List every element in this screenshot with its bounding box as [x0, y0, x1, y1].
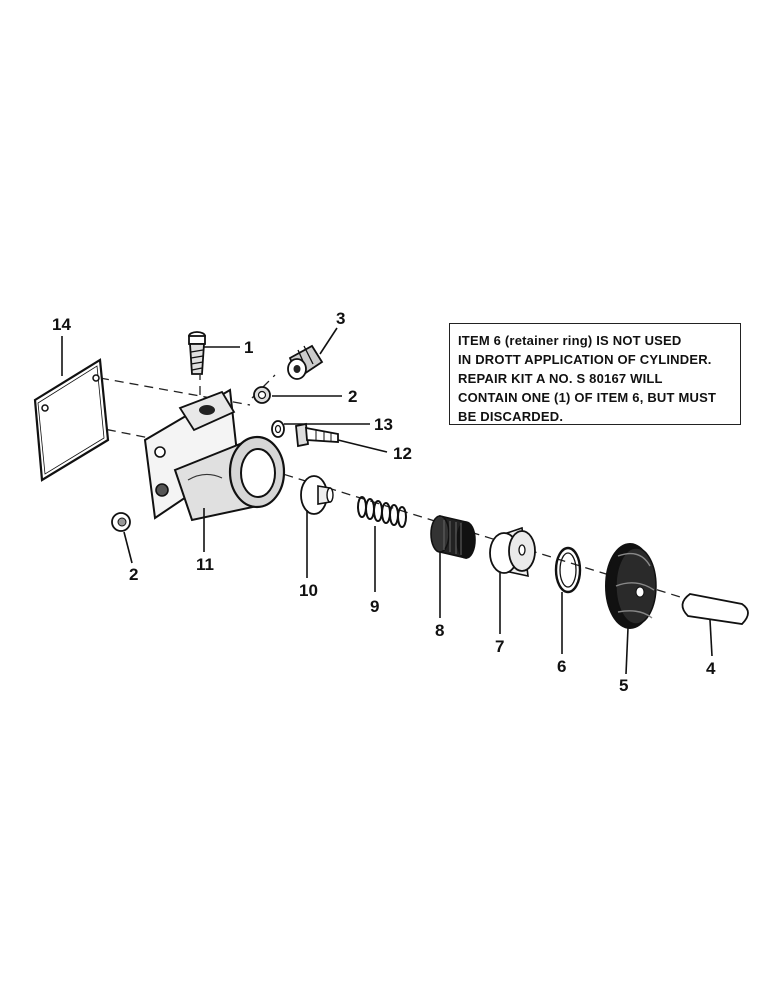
callout-12: 12: [393, 444, 412, 463]
callout-labels: 14 1 3 2 13 12 2 11 10 9 8 7 6 5 4: [52, 309, 716, 695]
callout-2-lower: 2: [129, 565, 138, 584]
part-14-gasket-plate: [33, 358, 110, 482]
part-12-capscrew: [295, 422, 339, 448]
part-10-piston: [300, 475, 334, 515]
part-9-spring: [357, 496, 407, 528]
note-line-4: CONTAIN ONE (1) OF ITEM 6, BUT MUST: [458, 390, 717, 405]
part-11-cylinder-body: [143, 388, 286, 522]
part-2-plug-lower: [111, 512, 131, 532]
callout-1: 1: [244, 338, 253, 357]
note-line-2: IN DROTT APPLICATION OF CYLINDER.: [458, 352, 712, 367]
part-2-plug-upper: [253, 386, 271, 404]
callout-6: 6: [557, 657, 566, 676]
part-5-boot: [605, 543, 657, 629]
callout-13: 13: [374, 415, 393, 434]
note-line-1: ITEM 6 (retainer ring) IS NOT USED: [458, 333, 682, 348]
part-4-push-rod: [681, 593, 749, 625]
callout-7: 7: [495, 637, 504, 656]
callout-4: 4: [706, 659, 716, 678]
part-6-retainer-ring: [554, 546, 582, 594]
callout-2-upper: 2: [348, 387, 357, 406]
note-line-3: REPAIR KIT A NO. S 80167 WILL: [458, 371, 663, 386]
callout-3: 3: [336, 309, 345, 328]
leader-lines: [61, 327, 713, 675]
part-7-piston: [489, 526, 536, 578]
part-1-bleeder-screw: [188, 331, 206, 375]
part-3-fitting: [287, 344, 324, 380]
note-line-5: BE DISCARDED.: [458, 409, 564, 424]
note-box: ITEM 6 (retainer ring) IS NOT USED IN DR…: [449, 323, 741, 425]
part-8-cup-seal: [430, 515, 476, 559]
callout-8: 8: [435, 621, 444, 640]
callout-10: 10: [299, 581, 318, 600]
callout-9: 9: [370, 597, 379, 616]
callout-5: 5: [619, 676, 628, 695]
callout-11: 11: [196, 555, 214, 574]
callout-14: 14: [52, 315, 71, 334]
part-13-lockwasher: [271, 420, 285, 438]
